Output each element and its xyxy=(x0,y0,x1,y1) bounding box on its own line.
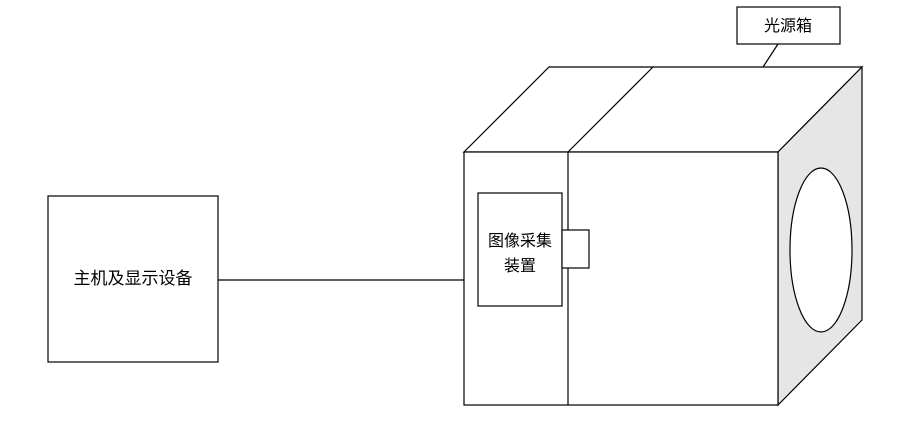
camera-lens xyxy=(561,229,590,269)
compartment-divider-top xyxy=(567,66,654,153)
camera-label-line2: 装置 xyxy=(504,256,536,275)
host-box xyxy=(47,195,219,363)
lightbox-label-box xyxy=(736,6,841,45)
camera-label-line1: 图像采集 xyxy=(488,231,552,250)
lightbox-label: 光源箱 xyxy=(764,16,812,35)
lightbox-callout-line xyxy=(762,43,779,68)
viewing-port xyxy=(789,167,853,333)
camera-box xyxy=(477,192,563,307)
host-label: 主机及显示设备 xyxy=(74,269,193,289)
